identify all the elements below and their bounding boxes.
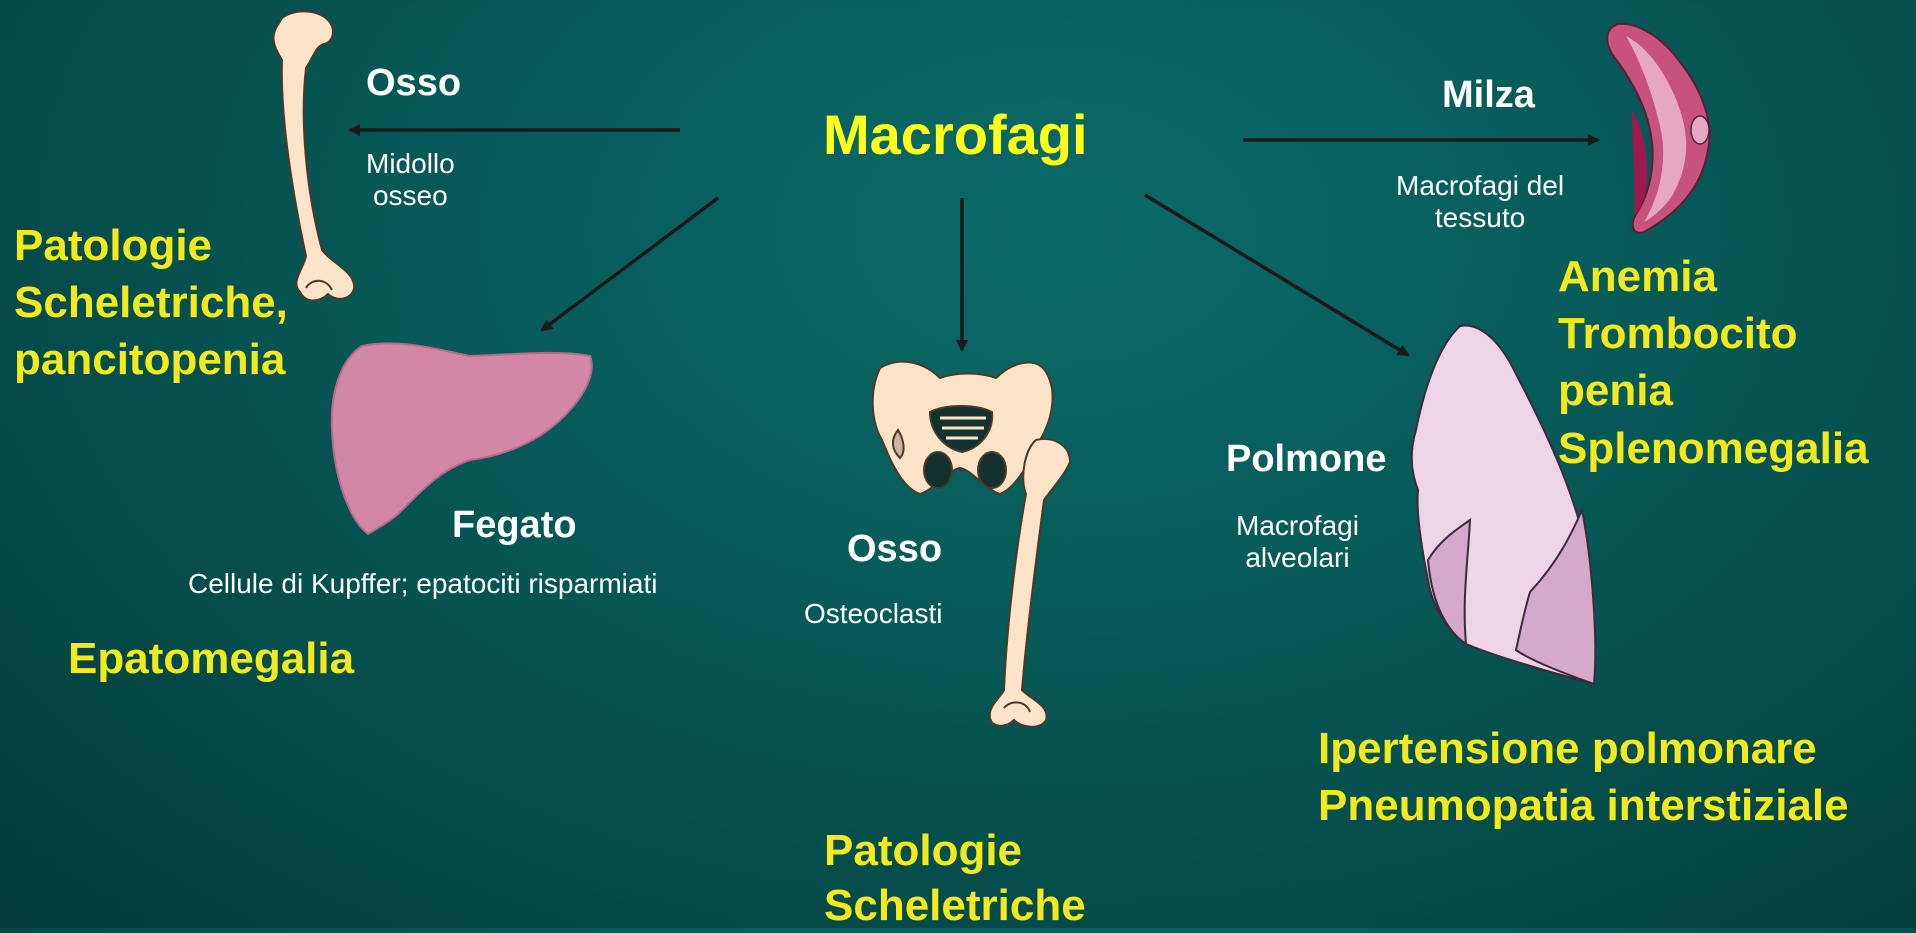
liver-pathology: Epatomegalia xyxy=(68,630,354,687)
bone-marrow-cell-label: Midollo osseo xyxy=(366,148,455,212)
center-title: Macrofagi xyxy=(823,103,1088,167)
spleen-pathology: Anemia Trombocito penia Splenomegalia xyxy=(1558,248,1869,477)
bone-marrow-organ-label: Osso xyxy=(366,62,461,106)
lung-organ-label: Polmone xyxy=(1226,438,1386,482)
spleen-cell-label: Macrofagi del tessuto xyxy=(1396,170,1564,234)
arrow-to-lung xyxy=(1145,195,1408,355)
arrow-to-liver xyxy=(542,198,718,330)
liver-organ-label: Fegato xyxy=(452,504,577,548)
bone-marrow-pathology: Patologie Scheletriche, pancitopenia xyxy=(14,218,288,388)
lung-cell-label: Macrofagi alveolari xyxy=(1236,510,1359,574)
spleen-organ-label: Milza xyxy=(1442,74,1535,118)
bone-pathology: Patologie Scheletriche xyxy=(824,824,1086,933)
spleen-icon xyxy=(1607,24,1709,233)
bone-organ-label: Osso xyxy=(847,528,942,572)
lung-pathology: Ipertensione polmonare Pneumopatia inter… xyxy=(1318,720,1849,834)
bone-cell-label: Osteoclasti xyxy=(804,598,943,630)
liver-cell-label: Cellule di Kupffer; epatociti risparmiat… xyxy=(188,568,657,600)
